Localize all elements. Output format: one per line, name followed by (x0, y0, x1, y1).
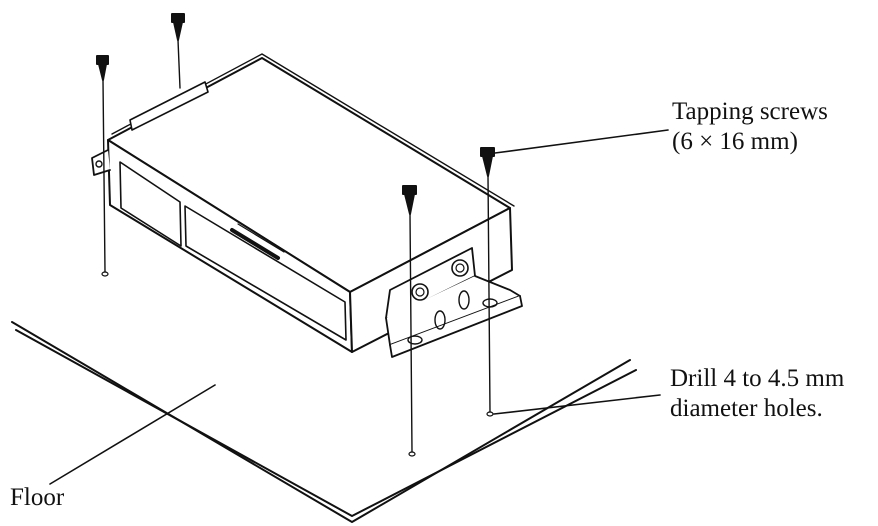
disc-slot (230, 228, 280, 260)
screws-leader-line (494, 129, 669, 154)
front-door-left (119, 161, 182, 247)
floor-panel (11, 321, 637, 523)
screw-4 (480, 147, 495, 417)
screw-2 (171, 13, 185, 89)
drill-holes-label-line1: Drill 4 to 4.5 mm (670, 365, 845, 392)
screw-3 (402, 185, 417, 457)
screw-1 (96, 55, 109, 277)
tapping-screws-label-line2: (6 × 16 mm) (672, 128, 798, 155)
front-door-right (184, 205, 347, 341)
connector-knob-2 (411, 283, 429, 301)
floor-label-text: Floor (10, 484, 65, 511)
drill-holes-label-line2: diameter holes. (670, 395, 823, 422)
tapping-screws-label-line1: Tapping screws (672, 98, 828, 125)
drill-holes-label: Drill 4 to 4.5 mm diameter holes. (670, 364, 844, 424)
tapping-screws-label: Tapping screws (6 × 16 mm) (672, 97, 828, 157)
drill-leader-line (493, 394, 661, 415)
floor-leader-line (49, 384, 216, 485)
floor-label: Floor (10, 483, 64, 513)
connector-knob-1 (451, 259, 469, 277)
